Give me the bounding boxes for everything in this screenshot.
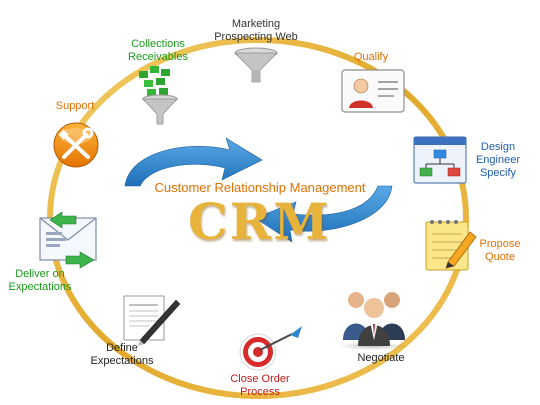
marketing-label: Marketing Prospecting Web xyxy=(208,18,304,44)
email-transfer-icon xyxy=(39,211,97,269)
collections-label-line1: Collections xyxy=(131,38,185,50)
collections-label-line2: Receivables xyxy=(128,51,188,63)
qualify-label-line1: Qualify xyxy=(353,51,389,63)
propose-label-line2: Quote xyxy=(485,251,515,263)
flowchart-window-icon xyxy=(413,136,467,184)
qualify-label: Qualify xyxy=(344,51,398,64)
define-label-line2: Expectations xyxy=(90,355,154,367)
notepad-pencil-icon xyxy=(425,220,477,271)
profile-card-icon xyxy=(341,69,405,113)
negotiate-label: Negotiate xyxy=(346,352,416,365)
design-label: Design Engineer Specify xyxy=(468,141,528,180)
close-label-line2: Process xyxy=(240,386,280,398)
support-label-line1: Support xyxy=(55,100,95,112)
tools-icon xyxy=(53,122,99,168)
target-dart-icon xyxy=(239,326,302,371)
define-label: Define Expectations xyxy=(78,342,166,368)
support-label: Support xyxy=(42,100,108,113)
people-group-icon xyxy=(338,292,406,350)
define-label-line1: Define xyxy=(106,342,138,354)
propose-label-line1: Propose xyxy=(479,238,521,250)
center-title: CRM xyxy=(188,192,331,251)
document-pen-icon xyxy=(123,295,181,346)
center-subtitle: Customer Relationship Management xyxy=(154,180,366,195)
close-label-line1: Close Order xyxy=(230,373,290,385)
deliver-label: Deliver on Expectations xyxy=(2,268,78,294)
money-funnel-icon xyxy=(139,66,178,125)
negotiate-label-line1: Negotiate xyxy=(357,352,405,364)
top-curved-arrow xyxy=(124,137,263,187)
design-label-line3: Specify xyxy=(479,167,517,179)
marketing-label-line2: Prospecting Web xyxy=(214,31,298,43)
marketing-label-line1: Marketing xyxy=(231,18,281,30)
design-label-line2: Engineer xyxy=(475,154,521,166)
bottom-curved-arrow xyxy=(254,185,393,243)
funnel-icon xyxy=(234,47,278,83)
deliver-label-line1: Deliver on xyxy=(15,268,65,280)
collections-label: Collections Receivables xyxy=(112,38,204,64)
design-label-line1: Design xyxy=(480,141,516,153)
deliver-label-line2: Expectations xyxy=(8,281,72,293)
propose-label: Propose Quote xyxy=(470,238,530,264)
close-label: Close Order Process xyxy=(218,373,302,399)
